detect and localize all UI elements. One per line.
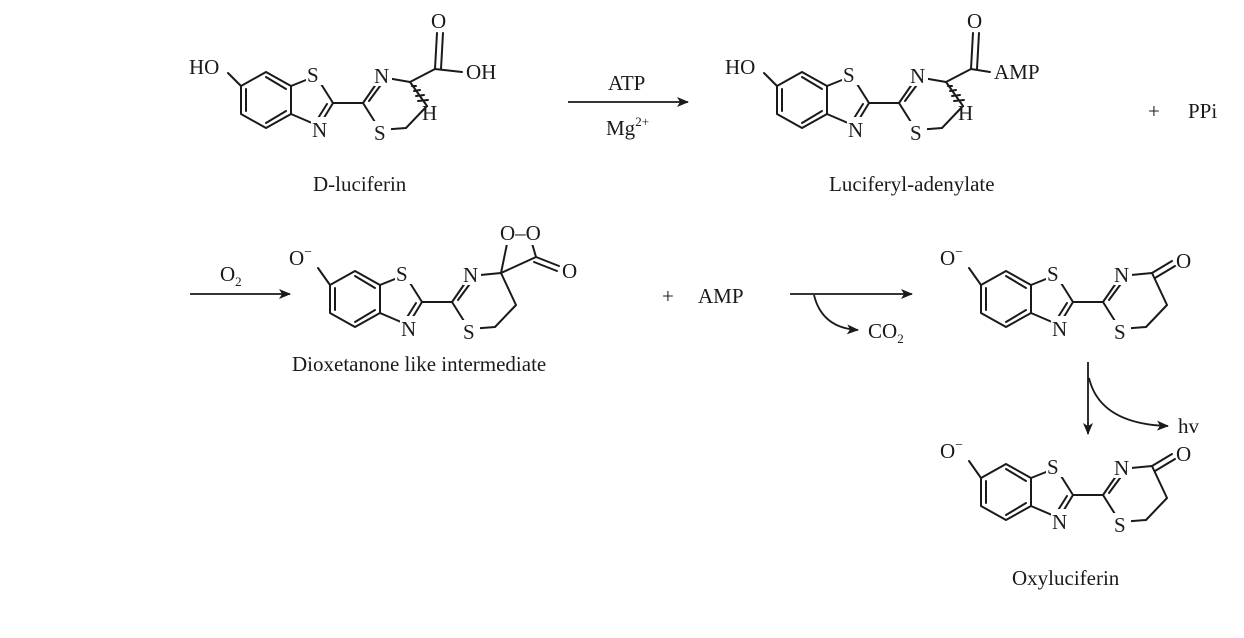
atom-n: N — [312, 118, 327, 142]
byproduct-co2: CO2 — [868, 319, 904, 346]
label-dioxetanone: Dioxetanone like intermediate — [292, 352, 546, 376]
atom-o: O — [1176, 442, 1191, 466]
atom-n: N — [1052, 317, 1067, 341]
atom-s: S — [843, 63, 855, 87]
light-emission-arrow — [1088, 377, 1169, 431]
atom-o: O — [562, 259, 577, 283]
atom-ho: HO — [725, 55, 755, 79]
reagent-mg: Mg2+ — [606, 114, 649, 140]
luciferyl-adenylate-structure: S N N S HO O AMP H — [725, 9, 1040, 145]
label-luciferyl-adenylate: Luciferyl-adenylate — [829, 172, 995, 196]
atom-s: S — [374, 121, 386, 145]
d-luciferin-structure: S N N S HO O OH H — [189, 9, 496, 145]
atom-o-minus: O− — [940, 245, 963, 270]
atom-o: O — [431, 9, 446, 33]
atom-n: N — [848, 118, 863, 142]
atom-ho: HO — [189, 55, 219, 79]
atom-n: N — [374, 64, 389, 88]
reagent-atp: ATP — [608, 71, 645, 95]
atom-o-o: O–O — [500, 221, 541, 245]
dioxetanone-structure: S N N S O–O O O− — [289, 221, 577, 344]
excited-oxyluciferin-structure: S N N S O O− — [940, 245, 1191, 344]
atom-h: H — [958, 101, 973, 125]
co2-release-arrow — [813, 294, 859, 335]
atom-s: S — [1114, 513, 1126, 537]
atom-s: S — [307, 63, 319, 87]
atom-amp: AMP — [994, 60, 1040, 84]
atom-oh: OH — [466, 60, 496, 84]
plus-sign: + — [1148, 99, 1160, 123]
plus-sign: + — [662, 284, 674, 308]
product-ppi: PPi — [1188, 99, 1217, 123]
product-amp: AMP — [698, 284, 744, 308]
atom-s: S — [396, 262, 408, 286]
atom-n: N — [910, 64, 925, 88]
atom-s: S — [1114, 320, 1126, 344]
atom-o-minus: O− — [940, 438, 963, 463]
atom-s: S — [463, 320, 475, 344]
emitted-light-hv: hv — [1178, 414, 1200, 438]
atom-o: O — [967, 9, 982, 33]
atom-h: H — [422, 101, 437, 125]
atom-n: N — [401, 317, 416, 341]
atom-s: S — [910, 121, 922, 145]
oxyluciferin-structure: S N N S O O− — [940, 438, 1191, 537]
atom-n: N — [1114, 456, 1129, 480]
atom-o-minus: O− — [289, 245, 312, 270]
label-oxyluciferin: Oxyluciferin — [1012, 566, 1120, 590]
atom-s: S — [1047, 455, 1059, 479]
atom-s: S — [1047, 262, 1059, 286]
atom-o: O — [1176, 249, 1191, 273]
atom-n: N — [463, 263, 478, 287]
atom-n: N — [1114, 263, 1129, 287]
label-d-luciferin: D-luciferin — [313, 172, 407, 196]
atom-n: N — [1052, 510, 1067, 534]
reagent-o2: O2 — [220, 262, 242, 289]
